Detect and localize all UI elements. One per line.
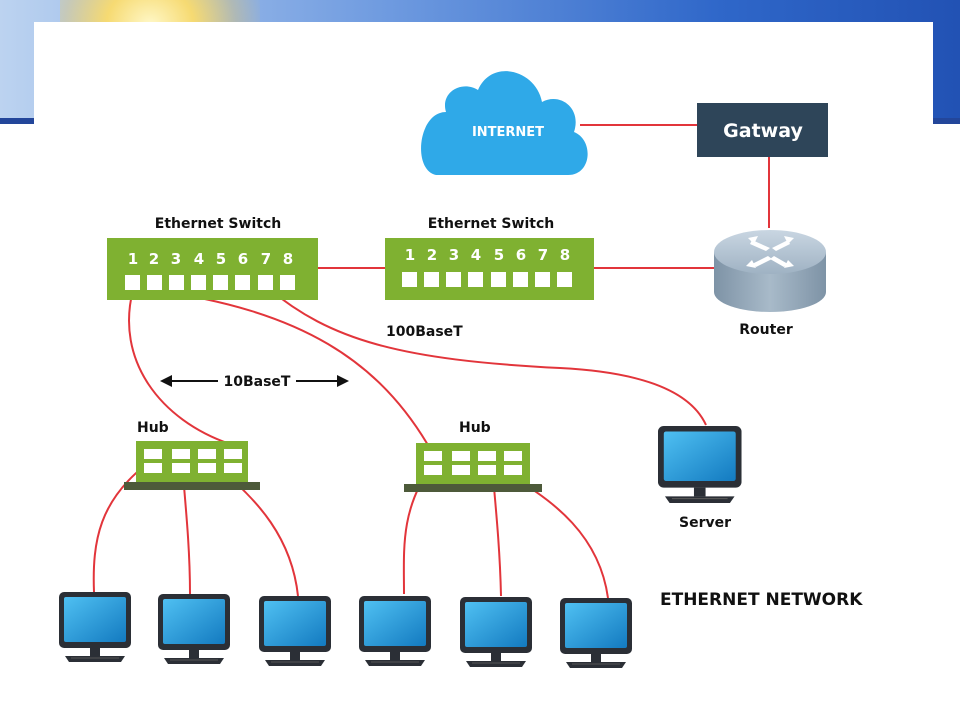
port-number: 8 <box>283 250 293 268</box>
computer-monitor-icon <box>459 596 533 668</box>
hub-left-ports <box>144 449 242 473</box>
hub-port <box>504 465 522 475</box>
switch-port <box>191 275 206 290</box>
switch-left-port-numbers: 1 2 3 4 5 6 7 8 <box>128 250 293 268</box>
port-number: 1 <box>405 246 415 264</box>
port-number: 2 <box>149 250 159 268</box>
switch-port <box>402 272 417 287</box>
port-number: 3 <box>449 246 459 264</box>
hub-port <box>144 449 162 459</box>
port-number: 8 <box>560 246 570 264</box>
port-number: 2 <box>427 246 437 264</box>
computer-monitor-icon <box>258 595 332 667</box>
hub-right: Hub <box>404 420 542 492</box>
switch-port <box>468 272 483 287</box>
hub-left-base <box>124 482 260 490</box>
internet-label: INTERNET <box>472 125 544 140</box>
switch-right-ports <box>402 272 572 287</box>
hub-right-base <box>404 484 542 492</box>
switch-right-port-numbers: 1 2 3 4 5 6 7 8 <box>405 246 570 264</box>
router: Router <box>714 230 826 338</box>
port-number: 4 <box>471 246 481 264</box>
hub-port <box>424 465 442 475</box>
switch-left-ports <box>125 275 295 290</box>
server: Server <box>657 425 743 531</box>
ethernet-network-title: ETHERNET NETWORK <box>660 590 863 610</box>
ethernet-switch-right: Ethernet Switch 1 2 3 4 5 6 7 8 <box>385 216 594 300</box>
port-number: 6 <box>516 246 526 264</box>
switch-port <box>446 272 461 287</box>
hub-port <box>452 465 470 475</box>
switch-port <box>213 275 228 290</box>
hub-port <box>452 451 470 461</box>
arrow-right-icon <box>337 375 349 387</box>
computer-monitor-icon <box>559 597 633 669</box>
hub-right-ports <box>424 451 522 475</box>
gateway-box <box>697 103 828 157</box>
port-number: 7 <box>261 250 271 268</box>
switch-port <box>424 272 439 287</box>
gateway: Gatway <box>697 103 828 157</box>
hub-port <box>172 463 190 473</box>
switch-port <box>258 275 273 290</box>
computer-monitor-icon <box>358 595 432 667</box>
hub-port <box>478 451 496 461</box>
port-number: 5 <box>216 250 226 268</box>
switch-left-label: Ethernet Switch <box>155 216 281 232</box>
switch-port <box>535 272 550 287</box>
port-number: 1 <box>128 250 138 268</box>
router-arrows-icon <box>746 236 794 268</box>
gateway-label: Gatway <box>723 120 803 142</box>
server-label: Server <box>679 515 731 531</box>
hub-right-label: Hub <box>459 420 491 436</box>
cable-hub-left-pc1 <box>92 462 149 593</box>
hub-port <box>224 463 242 473</box>
switch-port <box>147 275 162 290</box>
switch-port <box>125 275 140 290</box>
hub-port <box>198 449 216 459</box>
switch-right-body <box>385 238 594 300</box>
switch-port <box>557 272 572 287</box>
port-number: 3 <box>171 250 181 268</box>
cloud-icon <box>421 71 588 175</box>
speed-10baset-label: 10BaseT <box>224 374 291 390</box>
port-number: 4 <box>194 250 204 268</box>
computer-monitor-icon <box>157 593 231 665</box>
router-label: Router <box>739 322 793 338</box>
port-number: 5 <box>494 246 504 264</box>
hub-port <box>198 463 216 473</box>
hub-port <box>172 449 190 459</box>
cable-switch-hub-left <box>128 289 231 445</box>
network-cables <box>92 124 770 599</box>
hub-port <box>424 451 442 461</box>
speed-10baset-indicator: 10BaseT <box>160 374 349 390</box>
workstations <box>58 591 633 669</box>
switch-right-label: Ethernet Switch <box>428 216 554 232</box>
port-number: 7 <box>538 246 548 264</box>
cable-switch-server <box>267 287 707 426</box>
internet-cloud: INTERNET <box>421 71 588 175</box>
arrow-left-icon <box>160 375 172 387</box>
hub-right-body <box>416 443 530 485</box>
switch-port <box>169 275 184 290</box>
server-monitor-icon <box>657 425 743 504</box>
ethernet-switch-left: Ethernet Switch 1 2 3 4 5 6 7 8 <box>107 216 318 300</box>
port-number: 6 <box>238 250 248 268</box>
router-top <box>714 230 826 274</box>
computer-monitor-icon <box>58 591 132 663</box>
switch-port <box>280 275 295 290</box>
switch-left-body <box>107 238 318 300</box>
hub-port <box>478 465 496 475</box>
hub-left-body <box>136 441 248 483</box>
hub-port <box>224 449 242 459</box>
hub-port <box>144 463 162 473</box>
hub-left-label: Hub <box>137 420 169 436</box>
switch-port <box>491 272 506 287</box>
hub-port <box>504 451 522 461</box>
hub-left: Hub <box>124 420 260 490</box>
switch-port <box>513 272 528 287</box>
speed-100baset-label: 100BaseT <box>386 324 463 340</box>
switch-port <box>235 275 250 290</box>
